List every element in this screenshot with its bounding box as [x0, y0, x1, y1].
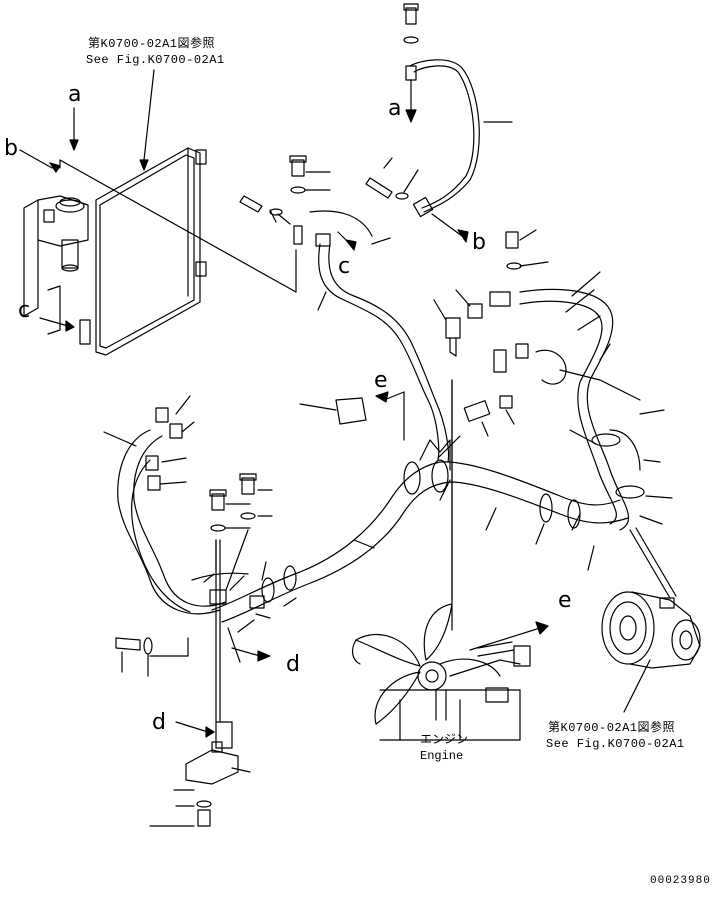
- engine-fan: [351, 603, 549, 741]
- receiver-drier: [23, 195, 89, 335]
- top-hose: [365, 3, 513, 243]
- view-letter-a-condenser: a: [68, 82, 82, 107]
- condenser-leaders: [19, 69, 297, 332]
- bolt-washer-group: [239, 155, 331, 225]
- engine-label-jp: エンジン: [420, 733, 469, 747]
- view-letter-a-hose: a: [388, 96, 402, 121]
- view-letter-c-condenser: c: [18, 298, 31, 323]
- engine-label-en: Engine: [420, 749, 464, 763]
- top-reference-en: See Fig.K0700-02A1: [86, 53, 225, 67]
- condenser: [23, 147, 207, 356]
- view-letter-e-engine: e: [558, 588, 572, 613]
- connector-lines: [215, 379, 453, 631]
- compressor: [601, 527, 701, 713]
- right-hose: [467, 229, 673, 531]
- view-letter-c-hose: c: [338, 254, 351, 279]
- compressor-reference-jp: 第K0700-02A1図参照: [548, 721, 676, 735]
- main-hose-assembly: [211, 379, 629, 633]
- left-hose-bundle: [103, 395, 271, 663]
- middle-fittings: [299, 289, 529, 441]
- top-reference-jp: 第K0700-02A1図参照: [88, 37, 216, 51]
- compressor-reference-en: See Fig.K0700-02A1: [546, 737, 685, 751]
- drawing-code: 00023980: [650, 875, 711, 887]
- bracket-assembly: [149, 473, 273, 827]
- lower-left-bolt: [115, 637, 189, 677]
- upper-fitting: [293, 210, 450, 463]
- view-letter-d-bracket: d: [152, 710, 166, 735]
- view-letter-b-condenser: b: [4, 136, 18, 161]
- view-letter-b-hose: b: [472, 230, 486, 255]
- view-letter-d-hose: d: [286, 652, 300, 677]
- view-letter-e-upper: e: [374, 368, 388, 393]
